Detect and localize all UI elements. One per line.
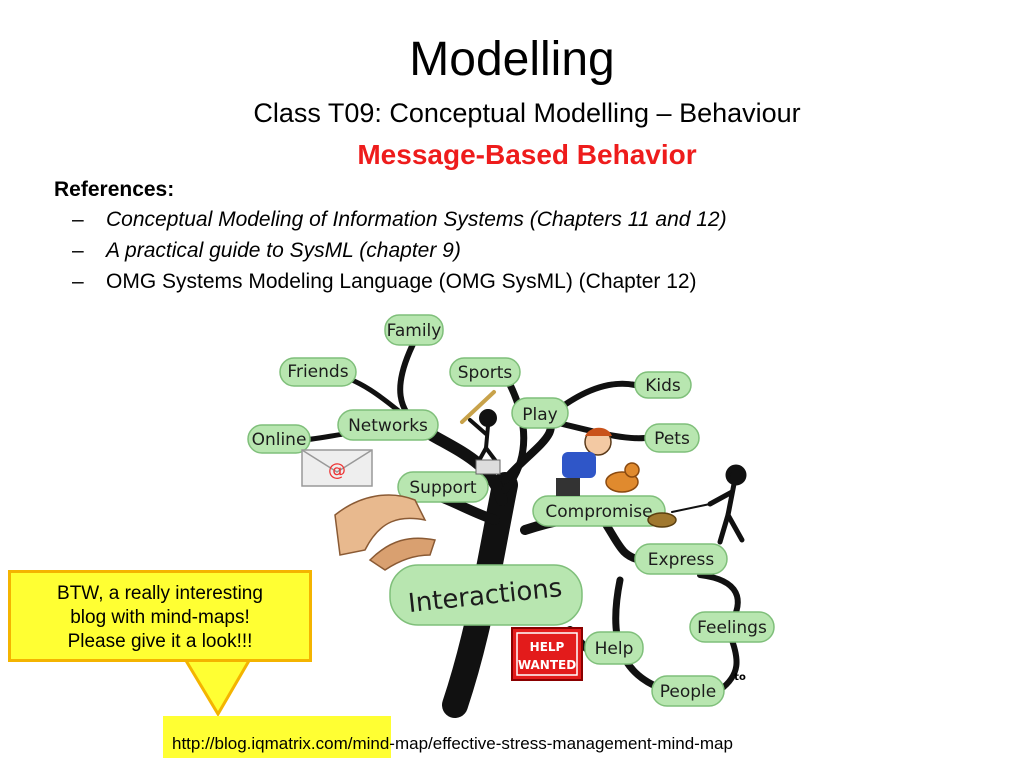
reference-text: A practical guide to SysML (chapter 9)	[106, 239, 461, 262]
reference-dash: –	[72, 208, 84, 231]
node-compromise: Compromise	[545, 502, 652, 522]
reference-item: –A practical guide to SysML (chapter 9)	[72, 237, 461, 265]
node-kids: Kids	[645, 376, 681, 396]
reference-text: Conceptual Modeling of Information Syste…	[106, 208, 727, 231]
callout-box: BTW, a really interesting blog with mind…	[8, 570, 312, 662]
url-highlight	[163, 716, 391, 758]
node-friends: Friends	[287, 362, 348, 382]
help-sign-line1: HELP	[530, 640, 565, 654]
callout-line: BTW, a really interesting	[57, 583, 263, 604]
slide-title: Modelling	[409, 33, 615, 86]
mind-map-bubbles	[247, 314, 775, 707]
email-envelope-icon: @	[301, 449, 373, 487]
node-people: People	[660, 682, 716, 702]
reference-dash: –	[72, 239, 84, 262]
helping-hands-icon	[334, 494, 436, 571]
reference-text: OMG Systems Modeling Language (OMG SysML…	[106, 270, 697, 293]
mind-map-illustration: Family Friends of Sports Kids with Netwo…	[247, 314, 775, 718]
node-family: Family	[387, 321, 442, 341]
baseball-player-icon	[460, 390, 501, 475]
reference-item: –OMG Systems Modeling Language (OMG SysM…	[72, 268, 697, 296]
node-pets: Pets	[654, 429, 690, 449]
node-help: Help	[595, 639, 634, 659]
help-wanted-sign-icon: HELP WANTED	[511, 627, 583, 681]
references-heading: References:	[54, 178, 175, 201]
node-networks: Networks	[348, 416, 428, 436]
node-feelings: Feelings	[697, 618, 767, 638]
connector-to: to	[734, 672, 746, 683]
blog-url-link[interactable]: http://blog.iqmatrix.com/mind-map/effect…	[172, 734, 733, 753]
node-play: Play	[522, 405, 557, 425]
callout-line: Please give it a look!!!	[67, 631, 253, 652]
svg-text:@: @	[328, 460, 346, 481]
node-online: Online	[252, 430, 307, 450]
node-support: Support	[409, 478, 477, 498]
child-with-cat-icon	[556, 427, 640, 496]
callout-line: blog with mind-maps!	[70, 607, 250, 628]
node-express: Express	[648, 550, 715, 570]
reference-dash: –	[72, 270, 84, 293]
connector-with: with	[592, 408, 617, 419]
node-sports: Sports	[458, 363, 513, 383]
help-sign-line2: WANTED	[518, 658, 576, 672]
reference-item: –Conceptual Modeling of Information Syst…	[72, 206, 727, 234]
connector-of: of	[386, 377, 398, 388]
slide-highlight: Message-Based Behavior	[357, 139, 697, 170]
slide-subtitle: Class T09: Conceptual Modelling – Behavi…	[253, 98, 801, 128]
person-walking-dog-icon	[647, 464, 747, 545]
